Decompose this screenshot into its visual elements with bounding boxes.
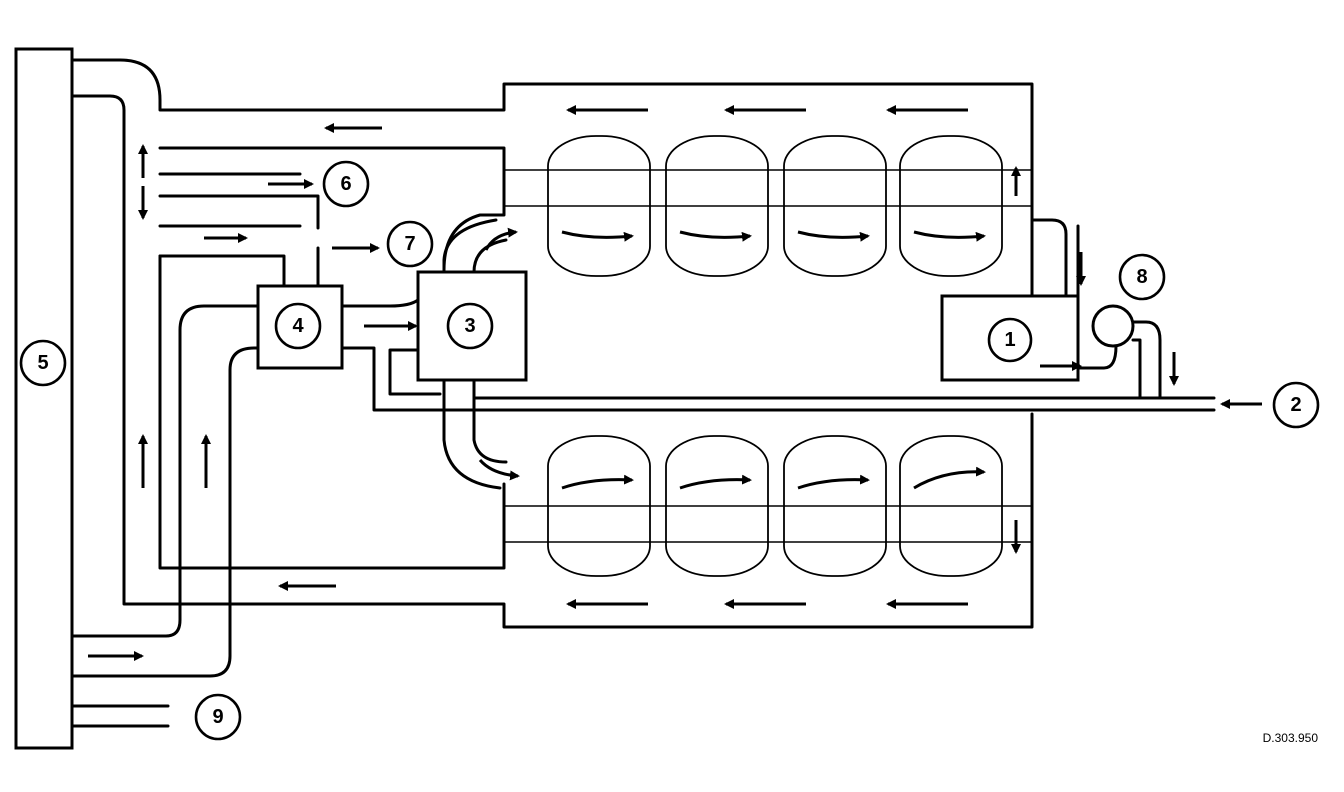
tank-vent-pipe: [1030, 218, 1080, 298]
drain-lines-9: [70, 704, 170, 728]
callout-1: 1: [987, 317, 1033, 363]
inner-return-loop: [158, 254, 506, 570]
callout-7: 7: [386, 220, 434, 268]
callout-9: 9: [194, 693, 242, 741]
radiator: [14, 47, 74, 750]
callout-3-label: 3: [464, 315, 475, 337]
callout-8-label: 8: [1136, 266, 1147, 288]
pump-outlet-upper-inner: [472, 238, 508, 274]
cylinder: [783, 435, 887, 577]
pump-return-lower: [388, 348, 442, 396]
cylinder: [547, 135, 651, 277]
pump-outlet-lower-inner: [472, 378, 508, 464]
water-pump-housing: [416, 270, 528, 382]
callout-4: 4: [274, 302, 322, 350]
flow-arrows: [88, 105, 1262, 661]
thermostat-to-pump: [340, 298, 1216, 412]
cylinder: [665, 435, 769, 577]
sensor-line: [1076, 320, 1162, 400]
callout-6: 6: [322, 160, 370, 208]
reference-code: D.303.950: [1263, 731, 1319, 745]
pump-outlet-upper-outer: [442, 218, 498, 274]
callout-6-label: 6: [340, 173, 351, 195]
radiator-top-pipe: [70, 58, 1034, 297]
level-sensor-8: [1091, 304, 1135, 348]
callout-3: 3: [446, 302, 494, 350]
callout-5: 5: [19, 339, 67, 387]
radiator-top-pipe-inner: [70, 94, 1034, 629]
cylinder: [665, 135, 769, 277]
pump-outlet-lower-outer: [442, 378, 502, 490]
callout-5-label: 5: [37, 352, 48, 374]
cylinder: [783, 135, 887, 277]
callout-2-label: 2: [1290, 394, 1301, 416]
cooled-return-outer: [70, 304, 260, 638]
heater-pipe-lower: [158, 194, 320, 230]
callout-1-label: 1: [1004, 329, 1015, 351]
cylinder: [899, 435, 1003, 577]
callout-2: 2: [1272, 381, 1320, 429]
callout-7-label: 7: [404, 233, 415, 255]
cylinder: [899, 135, 1003, 277]
upper-cylinder-bank: [547, 135, 1003, 277]
callout-8: 8: [1118, 253, 1166, 301]
lower-cylinder-bank: [547, 435, 1003, 577]
cylinder: [547, 435, 651, 577]
cooled-return-inner: [70, 346, 260, 678]
thermostat-loop-top: [158, 254, 286, 288]
callout-4-label: 4: [292, 315, 304, 337]
callout-9-label: 9: [212, 706, 223, 728]
